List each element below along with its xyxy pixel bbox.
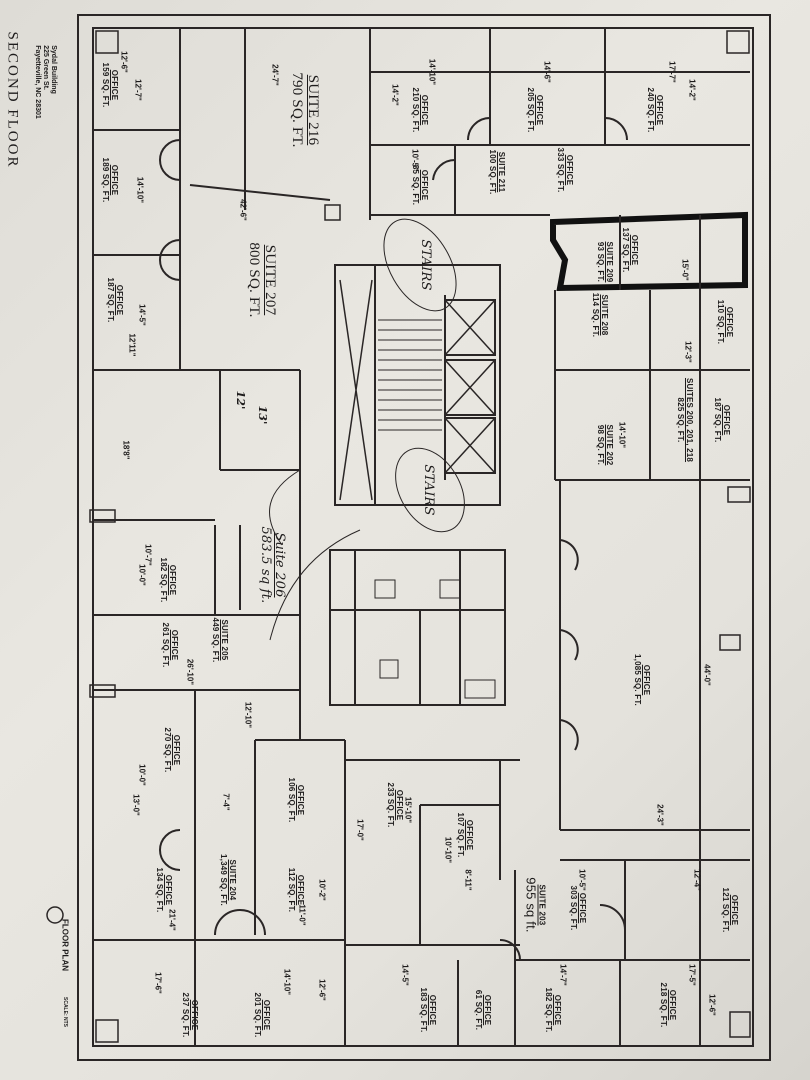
floor-plan-label: FLOOR PLAN: [60, 919, 70, 971]
dimension: 7'-4": [221, 793, 231, 811]
dimension: 14'-10": [282, 968, 292, 996]
outer-wall: [77, 14, 771, 1061]
dimension: 12'-7": [133, 79, 143, 101]
floor-plan-marker: [46, 906, 64, 924]
dimension: 10'-7": [143, 544, 153, 566]
dimension: 17'-7": [667, 61, 677, 83]
highlight-marker: [550, 211, 748, 292]
dimension: 13': [256, 405, 269, 425]
dimension: 12'-3": [683, 341, 693, 363]
dimension: 10'-5": [577, 869, 587, 891]
address-line: Fayetteville, NC 28301: [34, 45, 41, 119]
dimension: 24'-3": [655, 804, 665, 826]
dimension: 17'-6": [153, 972, 163, 994]
dimension: 10'-2": [317, 879, 327, 901]
dimension: 14'-2": [390, 84, 400, 106]
dimension: 12'11": [127, 333, 137, 357]
dimension: 10'-0": [137, 564, 147, 586]
walls-top-right: [369, 28, 750, 220]
dimension: 12'-10": [243, 701, 253, 729]
dimension: 12'-6": [119, 51, 129, 73]
building-address: Sydal Building 225 Green St. Fayettevill…: [33, 45, 57, 119]
dimension: 17'-0": [355, 819, 365, 841]
inner-wall: [92, 27, 754, 1047]
dimension: 12'-6": [317, 979, 327, 1001]
dimension: 10'-5": [410, 149, 420, 171]
dimension: 14'-10": [135, 176, 145, 204]
dimension: 14'-5": [400, 964, 410, 986]
dimension: 14'-6": [542, 61, 552, 83]
address-line: 225 Green St.: [42, 45, 49, 90]
dimension: 26'-10": [185, 658, 195, 686]
dimension: 42'-6": [238, 199, 248, 221]
dimension: 12'-4": [692, 869, 702, 891]
dimension: 21'-4": [167, 909, 177, 931]
dimension: 14'-5": [137, 304, 147, 326]
dimension: 10'-0": [137, 764, 147, 786]
dimension: 17'-5": [687, 964, 697, 986]
dimension: 10'-10": [443, 836, 453, 864]
walls-right: [345, 215, 750, 1045]
dimension: 8'-11": [463, 869, 473, 891]
dimension: 13'-0": [131, 794, 141, 816]
dimension: 15'-0": [680, 259, 690, 281]
scale-label: SCALE: NTS: [62, 997, 68, 1027]
dimension: 15'-10": [403, 796, 413, 824]
address-line: Sydal Building: [50, 45, 57, 94]
walls-left: [93, 28, 346, 1045]
dimension: 44'-0": [702, 664, 712, 686]
dimension: 14'-2": [687, 79, 697, 101]
dimension: 18'8": [121, 440, 131, 460]
dimension: 24'-7": [270, 64, 280, 86]
stairs-label: STAIRS: [418, 239, 433, 291]
dimension: 14'-10": [427, 58, 437, 86]
dimension: 14'-10": [617, 421, 627, 449]
dimension: 12': [234, 390, 247, 410]
stairs-label: STAIRS: [421, 464, 436, 516]
floor-title: SECOND FLOOR: [4, 31, 21, 169]
core: [269, 218, 520, 945]
dimension: 14'-7": [558, 964, 568, 986]
dimension: 12'-6": [707, 994, 717, 1016]
dimension: 11'-0": [297, 904, 307, 926]
